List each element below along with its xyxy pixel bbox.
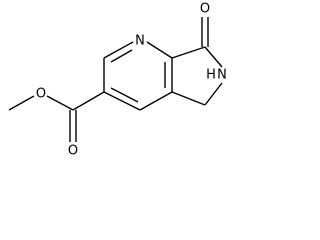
bond-c4-c3-inner [110, 87, 139, 103]
bond-c4-c3 [103, 91, 141, 111]
bond-c7a-c7 [171, 46, 206, 59]
bond-c3a-c4 [139, 91, 173, 111]
bond-c7-n6 [204, 46, 223, 68]
ester-ether-oxygen-label: O [36, 87, 46, 102]
carbonyl-oxygen-label: O [200, 2, 210, 17]
methyl-ester-group [8, 91, 105, 142]
bond-c2-n1 [103, 41, 134, 59]
bond-c2-n1-inner [110, 49, 133, 63]
ring-nitrogen-label: N [135, 34, 145, 49]
atom-labels: N N H O O O [36, 2, 227, 159]
ester-carbonyl-oxygen-label: O [68, 144, 78, 159]
bond-n6-c5 [204, 82, 223, 106]
bond-o-methyl [8, 95, 35, 111]
lactam-nitrogen-label: N [217, 68, 227, 83]
lactam-hydrogen-label: H [206, 68, 216, 83]
lactam-ring [171, 17, 223, 106]
bond-ester-c-o [46, 95, 74, 111]
bond-c5-c3a [171, 91, 206, 106]
bond-n1-c7a [146, 41, 173, 59]
chemical-structure-diagram: N N H O O O [8, 2, 227, 159]
pyridine-ring [103, 41, 173, 111]
bond-c3-ester-carbon [72, 91, 105, 111]
